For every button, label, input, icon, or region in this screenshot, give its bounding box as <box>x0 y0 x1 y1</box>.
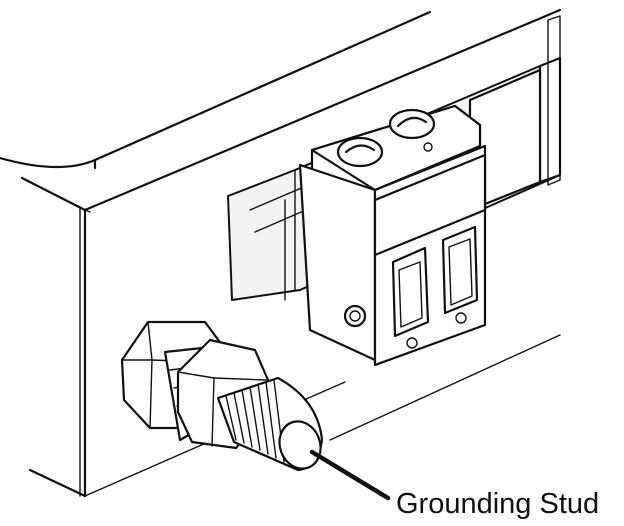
leader-line <box>309 449 391 501</box>
terminal-block <box>298 104 487 367</box>
grounding-stud <box>120 320 324 472</box>
grounding-stud-label: Grounding Stud <box>396 488 600 520</box>
